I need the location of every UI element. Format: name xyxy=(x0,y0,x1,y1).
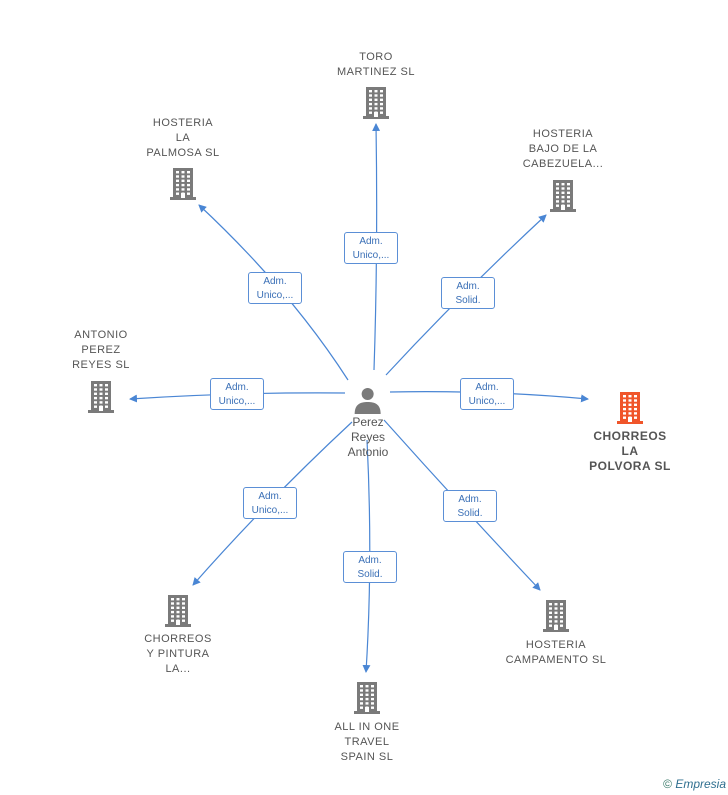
edge-label-allinone[interactable]: Adm. Solid. xyxy=(343,551,397,583)
person-icon xyxy=(354,388,381,414)
company-name-antonio[interactable]: ANTONIO PEREZ REYES SL xyxy=(72,329,130,371)
company-node-pintura[interactable] xyxy=(162,593,194,627)
company-name-campamento[interactable]: HOSTERIA CAMPAMENTO SL xyxy=(505,639,607,666)
building-icon xyxy=(354,682,380,714)
company-node-allinone[interactable] xyxy=(351,680,383,714)
company-name-toro[interactable]: TORO MARTINEZ SL xyxy=(336,51,416,78)
company-name-palmosa[interactable]: HOSTERIA LA PALMOSA SL xyxy=(146,117,220,159)
building-icon xyxy=(550,180,576,212)
company-name-cabezuela[interactable]: HOSTERIA BAJO DE LA CABEZUELA... xyxy=(522,128,604,170)
company-node-antonio[interactable] xyxy=(85,379,117,413)
company-label-pintura: CHORREOS Y PINTURA LA... xyxy=(144,632,212,677)
copyright-symbol: © xyxy=(663,777,672,791)
company-node-cabezuela[interactable] xyxy=(547,178,579,212)
building-icon xyxy=(617,392,643,424)
company-node-toro[interactable] xyxy=(360,85,392,119)
company-label-palmosa: HOSTERIA LA PALMOSA SL xyxy=(146,116,219,161)
edge-label-pintura[interactable]: Adm. Unico,... xyxy=(243,487,297,519)
company-node-polvora[interactable] xyxy=(614,390,646,424)
company-name-pintura[interactable]: CHORREOS Y PINTURA LA... xyxy=(144,633,212,675)
company-node-palmosa[interactable] xyxy=(167,166,199,200)
building-icon xyxy=(363,87,389,119)
edge-label-toro[interactable]: Adm. Unico,... xyxy=(344,232,398,264)
person-node[interactable]: Perez Reyes Antonio xyxy=(347,385,389,460)
building-icon xyxy=(170,168,196,200)
building-icon xyxy=(543,600,569,632)
footer-brand[interactable]: © Empresia xyxy=(663,777,726,791)
edge-label-palmosa[interactable]: Adm. Unico,... xyxy=(248,272,302,304)
company-label-antonio: ANTONIO PEREZ REYES SL xyxy=(72,328,130,373)
brand-name: Empresia xyxy=(675,777,726,791)
company-label-toro: TORO MARTINEZ SL xyxy=(337,50,415,80)
company-label-cabezuela: HOSTERIA BAJO DE LA CABEZUELA... xyxy=(523,127,604,172)
company-name-polvora[interactable]: CHORREOS LA POLVORA SL xyxy=(589,429,671,473)
edge-label-campamento[interactable]: Adm. Solid. xyxy=(443,490,497,522)
company-label-allinone: ALL IN ONE TRAVEL SPAIN SL xyxy=(334,720,399,765)
building-icon xyxy=(165,595,191,627)
company-node-campamento[interactable] xyxy=(540,598,572,632)
edge-label-cabezuela[interactable]: Adm. Solid. xyxy=(441,277,495,309)
company-label-campamento: HOSTERIA CAMPAMENTO SL xyxy=(506,638,607,668)
edge-label-polvora[interactable]: Adm. Unico,... xyxy=(460,378,514,410)
person-name: Perez Reyes Antonio xyxy=(347,415,389,459)
company-label-polvora: CHORREOS LA POLVORA SL xyxy=(589,429,671,474)
company-name-allinone[interactable]: ALL IN ONE TRAVEL SPAIN SL xyxy=(334,721,400,763)
edge-label-antonio[interactable]: Adm. Unico,... xyxy=(210,378,264,410)
building-icon xyxy=(88,381,114,413)
